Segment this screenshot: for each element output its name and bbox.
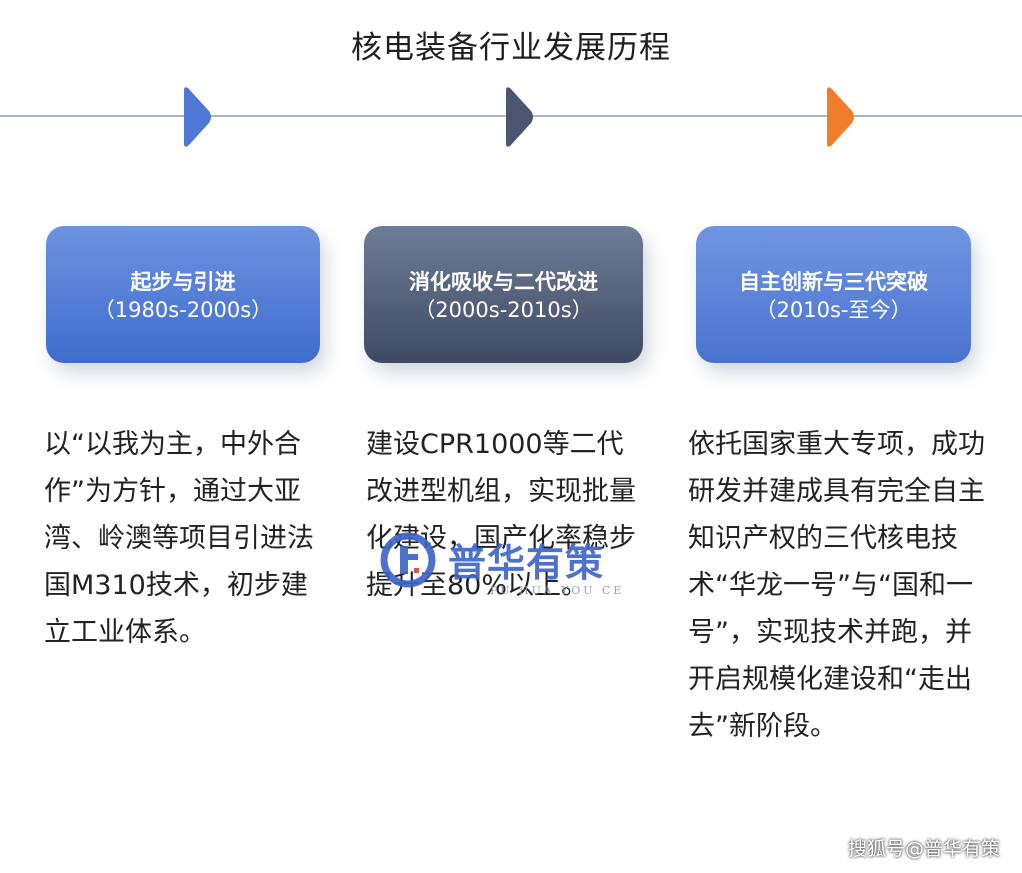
stage-2-card: 消化吸收与二代改进 （2000s-2010s）: [364, 226, 643, 363]
footer-credit: 搜狐号@普华有策: [847, 838, 1000, 860]
stage-3-description: 依托国家重大专项，成功研发并建成具有完全自主知识产权的三代核电技术“华龙一号”与…: [688, 429, 985, 742]
watermark-text: 普华有策: [448, 541, 605, 585]
stage-3-period: （2010s-至今）: [755, 298, 912, 322]
watermark-logo-icon: [380, 532, 436, 588]
stage-3-title: 自主创新与三代突破: [739, 270, 928, 294]
stage-1-description: 以“以我为主，中外合作”为方针，通过大亚湾、岭澳等项目引进法国M310技术，初步…: [44, 429, 314, 648]
stage-1-period: （1980s-2000s）: [93, 298, 273, 322]
stage-1-marker-chevron-right-icon: [180, 86, 214, 148]
stage-2-title: 消化吸收与二代改进: [409, 270, 598, 294]
stage-2-period: （2000s-2010s）: [414, 298, 593, 322]
stage-1-card: 起步与引进 （1980s-2000s）: [46, 226, 320, 363]
page-title: 核电装备行业发展历程: [351, 30, 671, 66]
stage-2-marker-chevron-right-icon: [502, 86, 536, 148]
stage-3-card: 自主创新与三代突破 （2010s-至今）: [696, 226, 971, 363]
watermark: 普华有策 PU HUA YOU CE: [378, 530, 658, 602]
stage-1-title: 起步与引进: [130, 270, 236, 294]
watermark-subtext: PU HUA YOU CE: [490, 584, 625, 597]
stage-3-marker-chevron-right-icon: [823, 86, 857, 148]
